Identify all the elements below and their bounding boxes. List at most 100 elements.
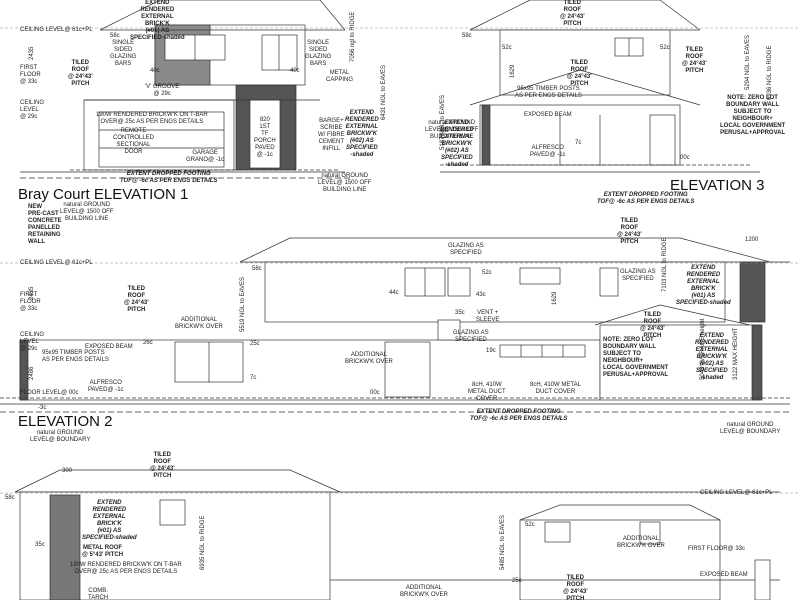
ext-rendered-2-label: EXTEND RENDERED EXTERNAL BRICKW'K (#02) … (345, 110, 379, 158)
natural-ground-e3-label: natural GROUND LEVEL@ 1500 OFF BUILDING … (425, 120, 479, 140)
title-elevation-1: Bray Court ELEVATION 1 (18, 186, 189, 203)
dim-7103: 7103 NGL to RIDGE (662, 237, 668, 292)
tiled-roof-e2-label: TILED ROOF @ 24°43' PITCH (124, 286, 149, 313)
timber-posts-e2-label: 95x95 TIMBER POSTS AS PER ENGS DETAILS (42, 350, 109, 363)
level-52c-e3b: 52c (660, 45, 670, 51)
first-floor-label: FIRST FLOOR @ 33c (20, 65, 41, 85)
v-groove-label: 'V' GROOVE @ 29c (145, 84, 180, 97)
tiled-roof-e4b-label: TILED ROOF @ 24°43' PITCH (563, 575, 588, 602)
ext-rendered-1-label: EXTEND RENDERED EXTERNAL BRICK'K (#01) A… (130, 0, 185, 41)
porch-label: 820 1ST TF PORCH PAVED @ -1c (254, 117, 276, 158)
ext-rendered-e3-label: EXTEND RENDERED EXTERNAL BRICKW'K (#02) … (440, 120, 474, 168)
natural-ground-e2-label: natural GROUND LEVEL@ BOUNDARY (30, 430, 91, 443)
ext-rendered-e4-label: EXTEND RENDERED EXTERNAL BRICK'K (#01) A… (82, 500, 137, 541)
level-44c-e2: 44c (389, 290, 399, 296)
level-7c-e2: 7c (250, 375, 257, 381)
elevation-3-building (440, 0, 760, 173)
dim-5294: 5294 NGL to EAVES (745, 34, 751, 90)
dim-7056: 7056 ngl to RIDGE (350, 11, 356, 62)
glazing-e2c-label: GLAZING AS SPECIFIED (453, 330, 489, 343)
dim-5485: 5485 NGL to EAVES (500, 514, 506, 570)
ext-rendered-e2-label: EXTEND RENDERED EXTERNAL BRICK'K (#01) A… (676, 265, 731, 306)
level-52c-e3: 52c (502, 45, 512, 51)
rendered-brick-e4-label: 190W RENDERED BRICKW'K ON T-BAR OVER@ 25… (70, 562, 182, 575)
dim-avg-height: 5043 AVERAGE height (700, 318, 706, 380)
new-wall-label: NEW PRE-CAST CONCRETE PANELLED RETAINING… (28, 204, 62, 245)
first-floor-e4-label: FIRST FLOOR@ 33c (688, 546, 745, 552)
dim-1629: 1629 (510, 64, 516, 78)
level-58c-e2: 58c (252, 266, 262, 272)
dim-max-height: 3122 MAX HEIGHT (733, 327, 739, 380)
level-58c: 58c (110, 33, 120, 39)
level-40c: 40c (150, 68, 160, 74)
tiled-roof-e3-label: TILED ROOF @ 24°43' PITCH (560, 0, 585, 27)
dim-6935: 6935 NGL to RIDGE (200, 515, 206, 570)
metal-roof-label: METAL ROOF @ 5°43' PITCH (82, 545, 124, 558)
level-52c-e4: 52c (525, 522, 535, 528)
level-35c-e2: 35c (455, 310, 465, 316)
level-25c-e4: 25c (512, 578, 522, 584)
ceiling-level-e2-label: CEILING LEVEL@ 61c+PL (20, 260, 93, 266)
timber-posts-label: 95x95 TIMBER POSTS AS PER ENGS DETAILS (515, 86, 582, 99)
boundary-label: natural GROUND LEVEL@ BOUNDARY (720, 422, 781, 435)
elevation-1-building (20, 0, 350, 179)
level-3c-e2: -3c (38, 405, 47, 411)
level-58c-e4: 58c (5, 495, 15, 501)
add-brick-e4-label: ADDITIONAL BRICKW'K OVER (617, 536, 665, 549)
dim-1629-b: 1629 (552, 291, 558, 305)
remote-door-label: REMOTE CONTROLLED SECTIONAL DOOR (113, 128, 155, 155)
tiled-roof-e3b-label: TILED ROOF @ 24°43' PITCH (567, 60, 592, 87)
add-brick-e4b-label: ADDITIONAL BRICKW'K OVER (400, 585, 448, 598)
exposed-beam-e3-label: EXPOSED BEAM (524, 112, 572, 118)
tiled-roof-e2b-label: TILED ROOF @ 24°43' PITCH (617, 218, 642, 245)
level-26c-e2: 26c (143, 340, 153, 346)
tiled-roof-e4-label: TILED ROOF @ 24°43' PITCH (150, 452, 175, 479)
metal-duct-b-label: 8cH, 410W METAL DUCT COVER (530, 382, 581, 395)
title-elevation-2: ELEVATION 2 (18, 413, 113, 430)
zero-lot-e3-label: NOTE: ZERO LOT BOUNDARY WALL SUBJECT TO … (720, 95, 786, 136)
glazing-bars-right-label: SINGLE SIDED GLAZING BARS (305, 40, 332, 67)
vent-label: VENT + SLEEVE (476, 310, 500, 323)
level-19c-e2: 19c (486, 348, 496, 354)
level-52c-e2: 52c (482, 270, 492, 276)
ext-footing-1-label: EXTENT DROPPED FOOTING TOF@ -6c AS PER E… (120, 171, 218, 184)
dim-2486: 2486 (29, 366, 35, 380)
level-00c-e2: 00c (370, 390, 380, 396)
ext-footing-e2-label: EXTENT DROPPED FOOTING TOF@ -6c AS PER E… (470, 409, 568, 422)
natural-ground-1b-label: natural GROUND LEVEL@ 1500 OFF BUILDING … (60, 202, 114, 222)
elevation-4-building (14, 469, 780, 600)
glazing-e2-label: GLAZING AS SPECIFIED (448, 243, 484, 256)
level-7c-e3: 7c (575, 140, 582, 146)
ext-rendered-e2b-label: EXTEND RENDERED EXTERNAL BRICKW'K (#02) … (695, 333, 729, 381)
add-brick-e2b-label: ADDITIONAL BRICKW'K OVER (345, 352, 393, 365)
comb-label: COMB. TARCH (88, 588, 109, 601)
natural-ground-1-label: natural GROUND LEVEL@ 1500 OFF BUILDING … (318, 173, 372, 193)
level-43c-e2: 43c (476, 292, 486, 298)
metal-duct-label: 8cH, 410W METAL DUCT COVER (468, 382, 506, 402)
dim-2435-b: 2435 (29, 286, 35, 300)
alfresco-e3-label: ALFRESCO PAVED@ -1c (530, 145, 566, 158)
dim-2435: 2435 (29, 46, 35, 60)
zero-lot-e2-label: NOTE: ZERO LOT BOUNDARY WALL SUBJECT TO … (603, 337, 669, 378)
barge-label: BARGE+ SCRIBE W/ FIBRE CEMENT INFILL (318, 118, 345, 152)
dim-5519: 5519 NGL to EAVES (240, 276, 246, 332)
rendered-brick-label: 190W RENDERED BRICKW'K ON T-BAR OVER@ 25… (96, 112, 208, 125)
title-elevation-3: ELEVATION 3 (670, 177, 765, 194)
metal-capping-label: METAL CAPPING (326, 70, 354, 83)
alfresco-e2-label: ALFRESCO PAVED@ -1c (88, 380, 124, 393)
glazing-bars-label: SINGLE SIDED GLAZING BARS (110, 40, 137, 67)
garage-label: GARAGE GRANO@ -1c (186, 150, 225, 163)
add-brick-e2-label: ADDITIONAL BRICKW'K OVER (175, 317, 223, 330)
tiled-roof-e2c-label: TILED ROOF @ 24°43' PITCH (640, 312, 665, 339)
level-40c-b: 40c (290, 68, 300, 74)
dim-300: 300 (62, 468, 73, 474)
ext-footing-e3-label: EXTENT DROPPED FOOTING TOF@ -6c AS PER E… (597, 192, 695, 205)
exposed-beam-e4-label: EXPOSED BEAM (700, 572, 748, 578)
floor-level-e2-label: FLOOR LEVEL@ 00c (20, 390, 79, 396)
dim-1200: 1200 (745, 237, 759, 243)
dim-5187: 5187 NGL to EAVES (440, 94, 446, 150)
glazing-e2b-label: GLAZING AS SPECIFIED (620, 269, 656, 282)
ceiling-level-label: CEILING LEVEL@ 61c+PL (20, 27, 93, 33)
ceiling-level-e4-label: CEILING LEVEL@ 61c+PL (700, 490, 773, 496)
